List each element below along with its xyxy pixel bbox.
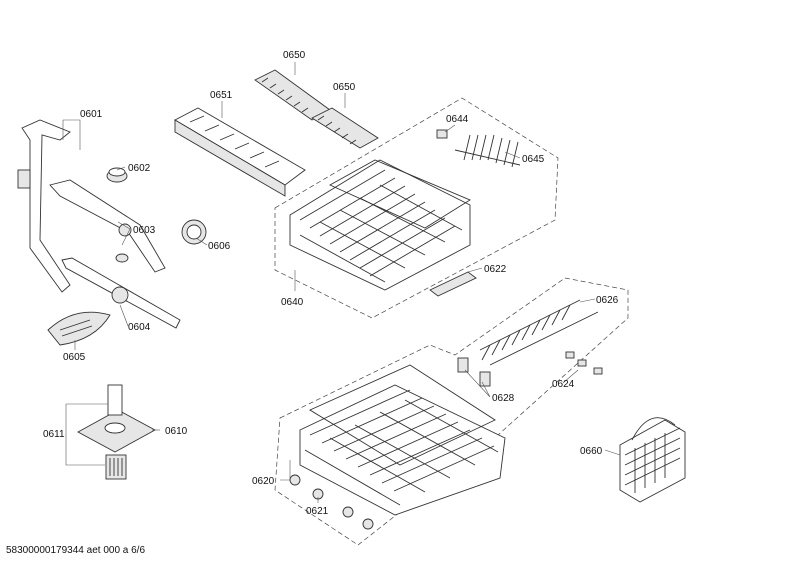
tine-rack-part-0645 xyxy=(454,134,521,168)
part-label-0602: 0602 xyxy=(128,163,151,174)
filter-plate-part-0610 xyxy=(77,409,156,453)
part-label-0628: 0628 xyxy=(492,393,515,404)
part-label-0610: 0610 xyxy=(165,426,188,437)
wheels-part-0621 xyxy=(289,474,374,530)
cutlery-tray-part-0651 xyxy=(174,107,306,197)
part-label-0651: 0651 xyxy=(210,90,233,101)
part-label-0601: 0601 xyxy=(80,109,103,120)
part-label-0611: 0611 xyxy=(43,429,65,440)
tine-rack-part-0626 xyxy=(479,299,599,366)
part-label-0645: 0645 xyxy=(522,154,545,165)
clip-part-0644 xyxy=(436,129,448,139)
part-label-0604: 0604 xyxy=(128,322,151,333)
part-label-0640: 0640 xyxy=(281,297,304,308)
upper-basket-group-outline xyxy=(274,97,559,319)
part-label-0624: 0624 xyxy=(552,379,575,390)
cutlery-rack-part-0650b xyxy=(311,107,379,149)
cutlery-basket-part-0660 xyxy=(619,417,686,503)
part-label-0626: 0626 xyxy=(596,295,619,306)
lower-basket-part-0620 xyxy=(299,364,506,516)
document-id-footer: 58300000179344 aet 000 a 6/6 xyxy=(6,545,146,556)
handle-part-0622 xyxy=(429,271,477,297)
spray-disc-part-0605 xyxy=(47,311,111,346)
cutlery-rack-part-0650a xyxy=(254,69,331,121)
lower-basket-group-outline xyxy=(274,277,629,546)
part-label-0603: 0603 xyxy=(133,225,156,236)
part-label-0620: 0620 xyxy=(252,476,275,487)
nut-part-0602 xyxy=(106,167,128,183)
part-label-0650-b: 0650 xyxy=(333,82,356,93)
part-label-0606: 0606 xyxy=(208,241,231,252)
holder-part-0628 xyxy=(457,357,491,387)
part-label-0644: 0644 xyxy=(446,114,469,125)
filter-cylinder-part-0611 xyxy=(105,384,127,480)
upper-spray-arm-part-0603 xyxy=(49,179,166,273)
part-label-0605: 0605 xyxy=(63,352,86,363)
part-label-0660: 0660 xyxy=(580,446,603,457)
lower-spray-arm-part-0604 xyxy=(61,257,181,329)
filter-disc-part-0606 xyxy=(181,219,207,245)
spray-arm-pipe-part-0601 xyxy=(17,119,71,293)
upper-basket-part-0640 xyxy=(289,159,471,291)
clips-part-0624 xyxy=(565,351,603,375)
part-label-0621: 0621 xyxy=(306,506,329,517)
part-label-0650-a: 0650 xyxy=(283,50,306,61)
part-label-0622: 0622 xyxy=(484,264,507,275)
